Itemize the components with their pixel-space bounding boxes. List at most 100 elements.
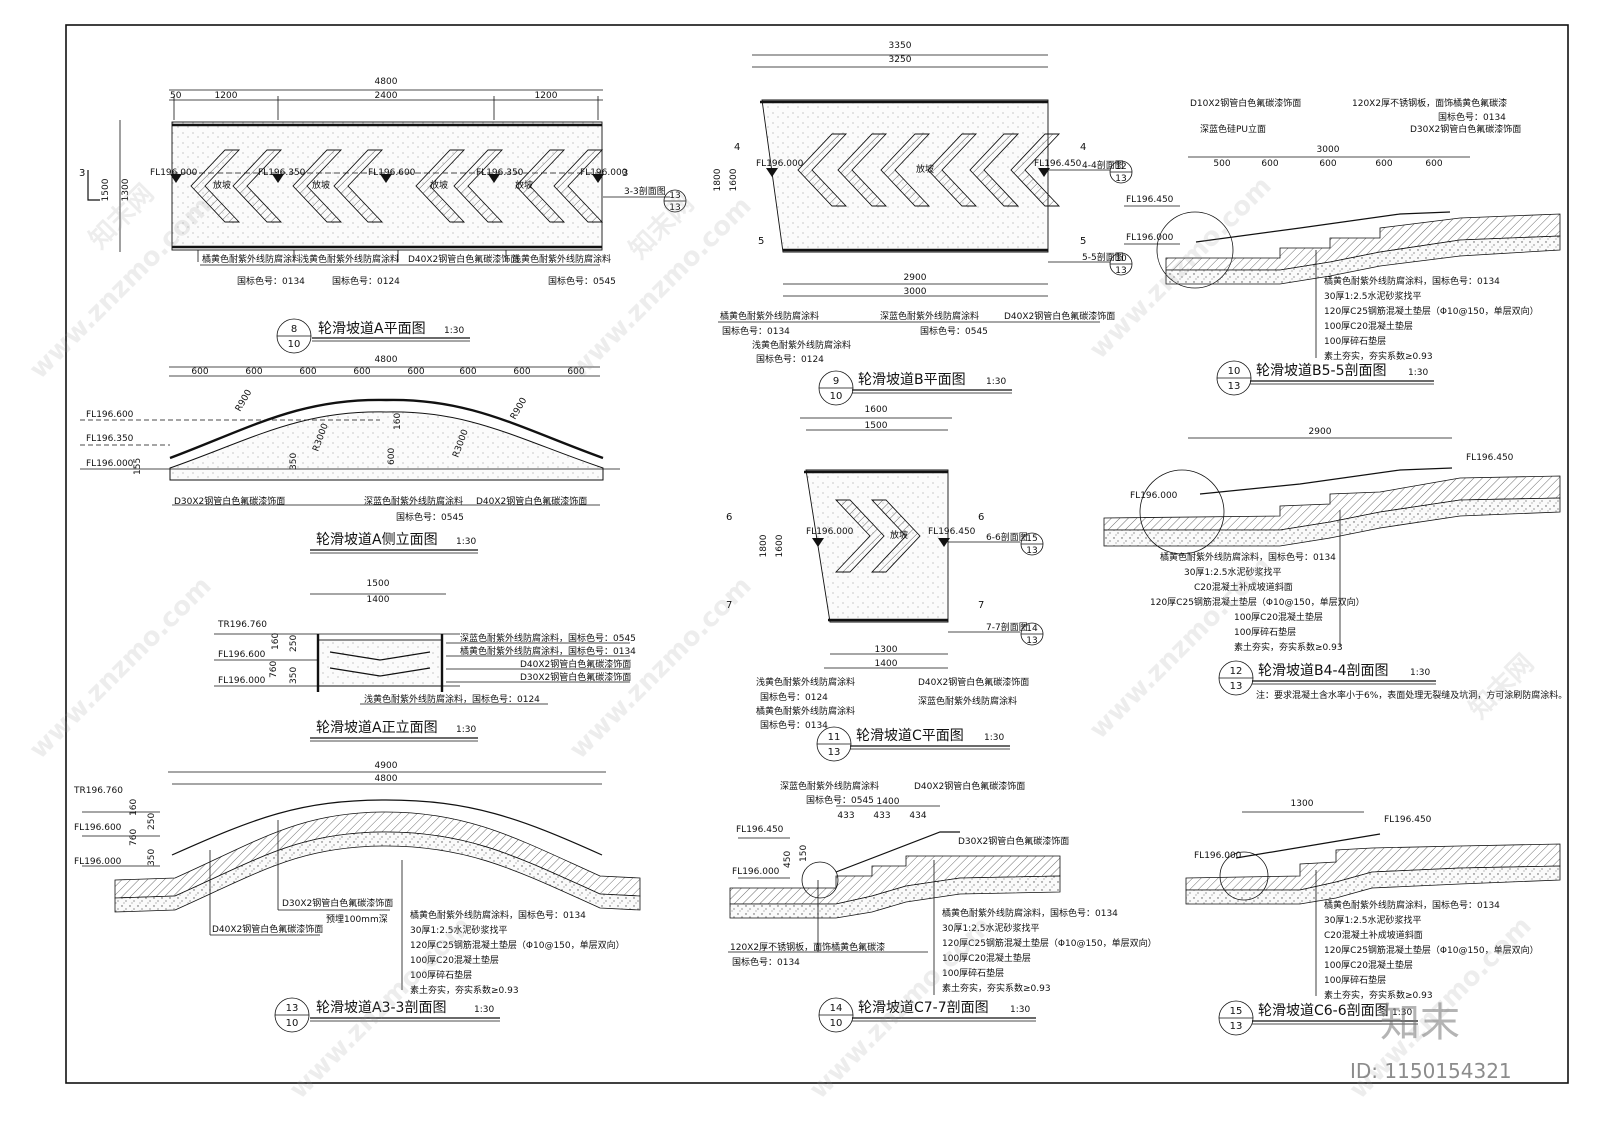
title-15-sheet: 13 <box>1230 1021 1243 1032</box>
c77-base <box>729 875 1061 919</box>
plan-a: 4800 1200 2400 1200 50 放坡 放坡 放坡 放坡 FL196… <box>79 77 687 354</box>
side-d600: 600 <box>387 448 397 465</box>
ref-15: 15 <box>1026 534 1037 544</box>
side-d155: 155 <box>133 458 143 475</box>
front-body <box>317 639 443 687</box>
b55-note-d10: D10X2钢管白色氟碳漆饰面 <box>1190 97 1301 109</box>
b55-note-d30: D30X2钢管白色氟碳漆饰面 <box>1410 123 1521 135</box>
plan-a-note-3: D40X2钢管白色氟碳漆饰面 <box>408 253 519 265</box>
plan-b-fl-left: FL196.000 <box>756 159 804 169</box>
c77-layer-6: 素土夯实，夯实系数≥0.93 <box>942 982 1051 994</box>
c77-note-d30: D30X2钢管白色氟碳漆饰面 <box>958 835 1069 847</box>
b55-note-steel-code: 国标色号：0134 <box>1438 111 1506 123</box>
side-elevation-a: 4800 600 600 600 600 600 600 600 600 FL1… <box>80 355 620 554</box>
title-14-sheet: 10 <box>830 1018 843 1029</box>
side-note-blue-code: 国标色号：0545 <box>396 511 464 523</box>
c77-note-steel: 120X2厚不锈钢板，面饰橘黄色氟碳漆 <box>730 941 885 953</box>
plan-a-fl-4: FL196.350 <box>476 168 524 178</box>
plan-b-cut55: 5-5剖面图 <box>1082 251 1124 263</box>
front-d350: 350 <box>289 667 299 684</box>
plan-c-slope: 放坡 <box>890 529 908 541</box>
dim-a33-4800: 4800 <box>375 774 398 784</box>
plan-a-sec-left: 3 <box>79 168 85 179</box>
b44-rail <box>1199 467 1453 495</box>
dim-c77-1400: 1400 <box>877 797 900 807</box>
c66-layer-2: 30厚1:2.5水泥砂浆找平 <box>1324 914 1422 926</box>
plan-a-fl-3: FL196.600 <box>368 168 416 178</box>
plan-b-note-1-code: 国标色号：0134 <box>722 325 790 337</box>
title-b44-scale: 1:30 <box>1410 668 1430 678</box>
plan-c-sec7-right: 7 <box>978 600 984 611</box>
dim-a-1200-left: 1200 <box>215 91 238 101</box>
plan-c-deck <box>805 469 949 623</box>
side-note-d40: D40X2钢管白色氟碳漆饰面 <box>476 495 587 507</box>
b55-layer-1: 橘黄色耐紫外线防腐涂料，国标色号：0134 <box>1324 275 1500 287</box>
a33-note-d30: D30X2钢管白色氟碳漆饰面 <box>282 897 393 909</box>
section-b55: D10X2钢管白色氟碳漆饰面 120X2厚不锈钢板，面饰橘黄色氟碳漆 国标色号：… <box>1124 97 1561 396</box>
plan-b-note-2-code: 国标色号：0124 <box>756 353 824 365</box>
dim-b-2900: 2900 <box>904 273 927 283</box>
c66-layer-5: 100厚C20混凝土垫层 <box>1324 959 1413 971</box>
dim-b55-600d: 600 <box>1425 159 1442 169</box>
c77-d150: 150 <box>799 845 809 862</box>
c77-fl-450: FL196.450 <box>736 825 784 835</box>
dim-b-3350: 3350 <box>889 41 912 51</box>
plan-a-cut-label: 3-3剖面图 <box>624 185 666 197</box>
dim-a-1500: 1500 <box>101 178 111 201</box>
title-plan-c-scale: 1:30 <box>984 733 1004 743</box>
side-d350: 350 <box>289 453 299 470</box>
front-d160: 160 <box>271 633 281 650</box>
plan-c-note-2: 橘黄色耐紫外线防腐涂料 <box>756 705 855 717</box>
front-tr: TR196.760 <box>217 620 267 630</box>
dim-b44-2900: 2900 <box>1309 427 1332 437</box>
title-13-sheet: 10 <box>286 1018 299 1029</box>
dim-a-1200-right: 1200 <box>535 91 558 101</box>
dim-b-1800: 1800 <box>713 168 723 191</box>
watermark-4: www.znzmo.com <box>24 571 218 765</box>
dim-a33-4900: 4900 <box>375 761 398 771</box>
ref-10: 10 <box>1115 254 1127 264</box>
watermark-7: www.znzmo.com <box>284 911 478 1105</box>
c66-layer-1: 橘黄色耐紫外线防腐涂料，国标色号：0134 <box>1324 899 1500 911</box>
c77-layer-2: 30厚1:2.5水泥砂浆找平 <box>942 922 1040 934</box>
b44-layer-4: 120厚C25钢筋混凝土垫层（Φ10@150，单层双向） <box>1150 596 1365 608</box>
title-15-number: 15 <box>1230 1006 1243 1017</box>
dim-a-2400: 2400 <box>375 91 398 101</box>
c77-d450: 450 <box>783 851 793 868</box>
plan-c: 1600 1500 放坡 FL196.000 FL196.450 6 6 7 7… <box>726 405 1044 762</box>
c66-fl-000: FL196.000 <box>1194 851 1242 861</box>
front-note-3: D40X2钢管白色氟碳漆饰面 <box>520 658 631 670</box>
b55-layer-3: 120厚C25钢筋混凝土垫层（Φ10@150，单层双向） <box>1324 305 1539 317</box>
b44-layer-3: C20混凝土补成坡道斜面 <box>1194 581 1293 593</box>
title-c77-scale: 1:30 <box>1010 1005 1030 1015</box>
title-11-number: 11 <box>828 732 841 743</box>
section-a33: 4900 4800 TR196.760 FL196.600 FL196.000 … <box>73 761 641 1033</box>
title-side-a: 轮滑坡道A侧立面图 <box>316 531 438 548</box>
plan-a-slope-2: 放坡 <box>312 179 330 191</box>
plan-b-sec5-left: 5 <box>758 236 764 247</box>
side-fl-350: FL196.350 <box>86 434 134 444</box>
title-10-number: 10 <box>1228 366 1241 377</box>
title-c66-scale: 1:30 <box>1392 1008 1412 1018</box>
c77-note-steel-code: 国标色号：0134 <box>732 956 800 968</box>
plan-a-fl-1: FL196.000 <box>150 168 198 178</box>
plan-c-fl-right: FL196.450 <box>928 527 976 537</box>
c66-layer-6: 100厚碎石垫层 <box>1324 974 1386 986</box>
title-plan-b-scale: 1:30 <box>986 377 1006 387</box>
title-plan-c: 轮滑坡道C平面图 <box>856 727 964 744</box>
watermark-cn-3: 知末网 <box>1464 649 1540 725</box>
a33-base <box>114 831 641 913</box>
c77-layer-1: 橘黄色耐紫外线防腐涂料，国标色号：0134 <box>942 907 1118 919</box>
dim-side-600-5: 600 <box>407 367 424 377</box>
title-front-a-scale: 1:30 <box>456 725 476 735</box>
b44-fl-450: FL196.450 <box>1466 453 1514 463</box>
side-rail <box>169 398 604 460</box>
c66-layer-7: 素土夯实，夯实系数≥0.93 <box>1324 989 1433 1001</box>
front-elevation-a: 1500 1400 TR196.760 FL196.600 FL196.000 … <box>214 579 636 742</box>
ref-13a: 13 <box>669 191 680 201</box>
title-plan-a: 轮滑坡道A平面图 <box>318 320 426 337</box>
dim-c-1500: 1500 <box>865 421 888 431</box>
plan-c-fl-left: FL196.000 <box>806 527 854 537</box>
dim-c-1300: 1300 <box>875 645 898 655</box>
